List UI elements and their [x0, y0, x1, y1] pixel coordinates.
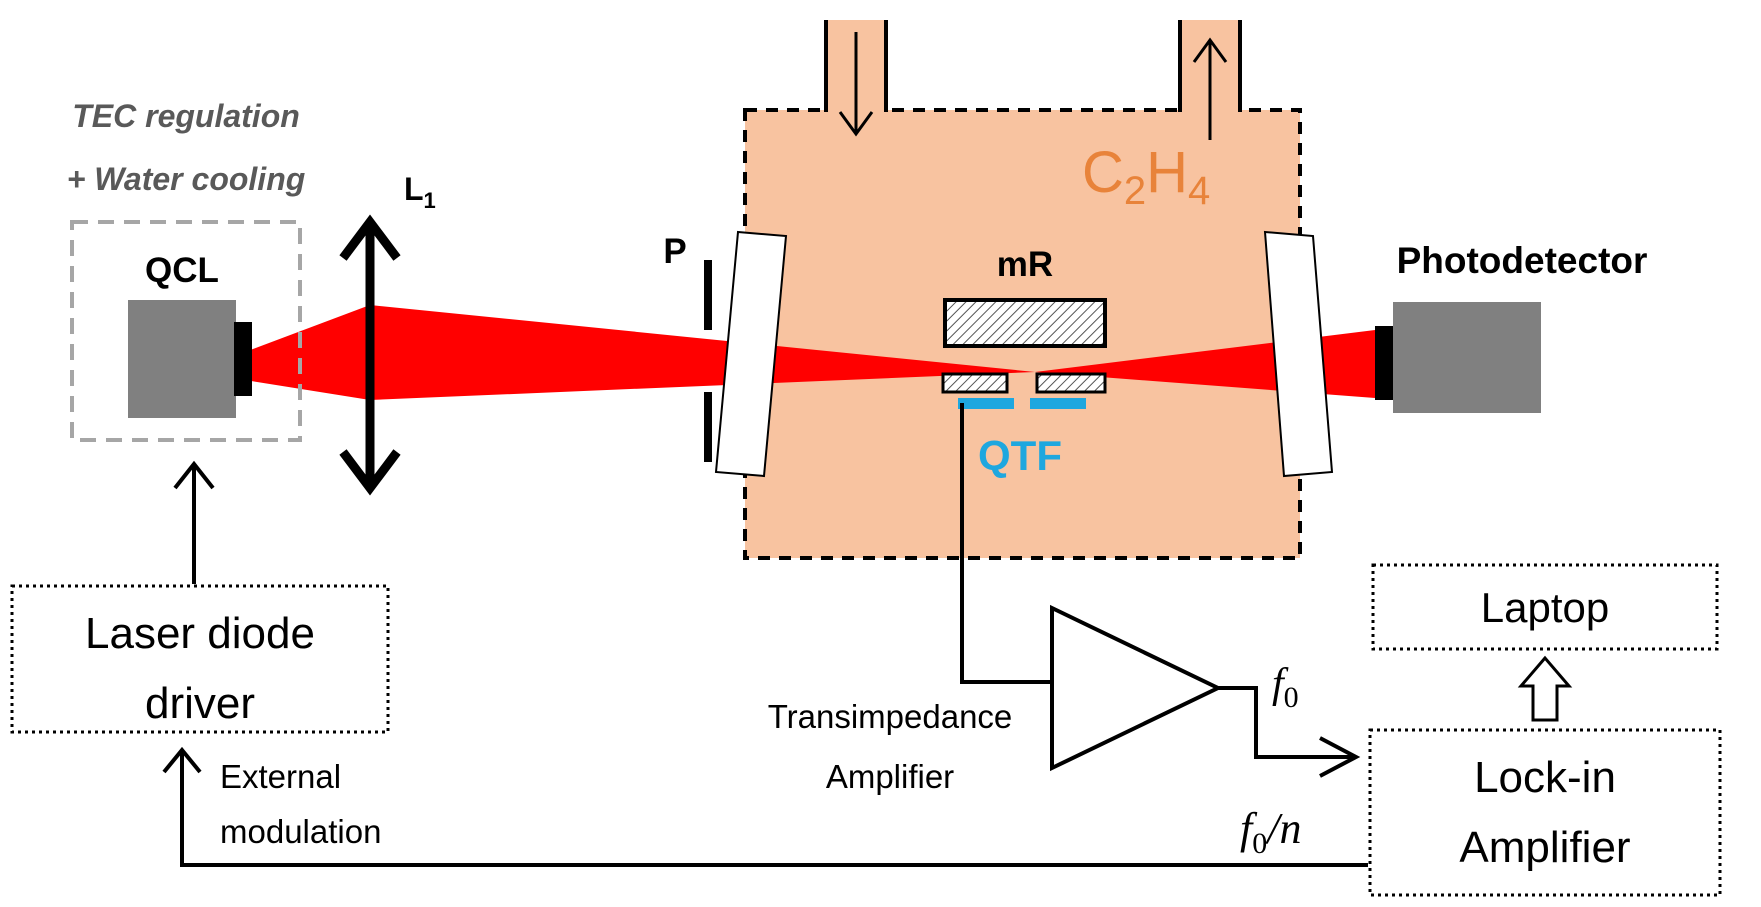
- qcl-label: QCL: [145, 251, 219, 290]
- lens-l1-label: L1: [404, 171, 436, 213]
- tia-label-line1: Transimpedance: [768, 698, 1013, 735]
- mr-label: mR: [997, 245, 1053, 284]
- laser-beam-expanding: [245, 305, 370, 400]
- lockin-to-laptop-arrow-icon: [1517, 655, 1573, 722]
- micro-resonator-tube-left: [941, 372, 1009, 394]
- lock-in-amplifier-box: [1368, 728, 1722, 897]
- transimpedance-amplifier: [1050, 604, 1223, 772]
- qcl-body: [128, 300, 236, 418]
- qtf-label: QTF: [978, 432, 1062, 479]
- tia-label-line2: Amplifier: [826, 758, 954, 795]
- tia-to-lockin-arrowhead: [1319, 736, 1361, 778]
- micro-resonator-tube-top: [943, 298, 1107, 348]
- f0-over-n-label: f0/n: [1240, 804, 1301, 860]
- external-modulation-line2: modulation: [220, 813, 381, 850]
- modulation-arrowhead: [162, 746, 202, 774]
- polarizer-label: P: [663, 232, 686, 271]
- entrance-window: [714, 230, 788, 478]
- qtf-prong-right: [1030, 398, 1086, 409]
- laptop-box: [1371, 563, 1719, 651]
- external-modulation-line1: External: [220, 758, 341, 795]
- laser-diode-driver-box: [10, 584, 390, 734]
- tec-label-line1: TEC regulation: [72, 98, 300, 134]
- lens-l1-icon: [339, 214, 401, 496]
- gas-outlet-arrow-icon: [1192, 37, 1228, 140]
- lockin-label-line2: Amplifier: [1459, 823, 1630, 872]
- laser-driver-label-line1: Laser diode: [85, 609, 315, 658]
- tec-box: [70, 220, 302, 442]
- laser-driver-label-line2: driver: [145, 679, 255, 728]
- driver-to-qcl-arrowhead: [173, 460, 215, 490]
- tec-label-line2: + Water cooling: [67, 161, 306, 197]
- qcl-aperture: [234, 322, 252, 396]
- modulation-wire: [180, 752, 1368, 867]
- qtf-prong-left: [958, 398, 1014, 409]
- f0-label: f0: [1272, 661, 1299, 714]
- exit-window: [1263, 230, 1334, 478]
- gas-inlet-arrow-icon: [838, 32, 874, 137]
- lockin-label-line1: Lock-in: [1474, 753, 1616, 802]
- photodetector-label: Photodetector: [1397, 240, 1648, 281]
- tia-to-lockin-wire: [1218, 686, 1352, 759]
- qtf-to-tia-wire: [960, 403, 1052, 684]
- photodetector-aperture: [1375, 326, 1393, 400]
- gas-label: C2H4: [1082, 140, 1210, 213]
- laptop-label: Laptop: [1481, 584, 1609, 631]
- laser-beam-focusing: [370, 305, 1035, 400]
- photodetector-body: [1393, 302, 1541, 413]
- micro-resonator-tube-right: [1035, 372, 1107, 394]
